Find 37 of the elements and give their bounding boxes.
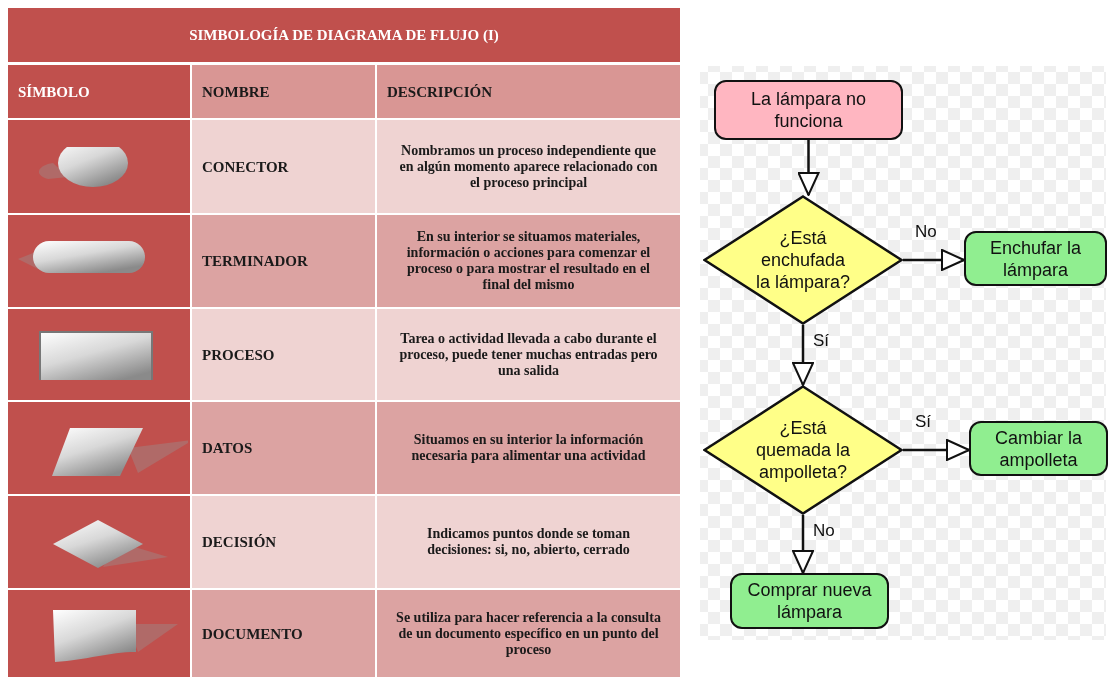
action-box <box>730 573 889 629</box>
symbol-description: Indicamos puntos donde se toman decisiones: si, no, abierto, cerrado <box>377 496 680 588</box>
symbol-description: Nombramos un proceso independiente que en algún momento aparece relacionado con el proceso principal <box>377 120 680 213</box>
column-header: SÍMBOLO <box>8 65 190 118</box>
node-text: La lámpara no funciona <box>749 88 868 132</box>
symbol-name: PROCESO <box>192 309 375 400</box>
action-box <box>969 421 1108 476</box>
symbol-name: DECISIÓN <box>192 496 375 588</box>
symbol-description: Se utiliza para hacer referencia a la consulta de un documento específico en un punto del proceso <box>377 590 680 677</box>
edge-label: Sí <box>813 331 830 351</box>
node-text: Enchufar la lámpara <box>988 236 1083 281</box>
decision-diamond <box>703 385 903 515</box>
edge-label: Sí <box>915 412 932 432</box>
node-text: ¿Está enchufada la lámpara? <box>754 227 852 293</box>
symbol-name: TERMINADOR <box>192 215 375 307</box>
node-text: Cambiar la ampolleta <box>994 426 1083 471</box>
symbol-name: DOCUMENTO <box>192 590 375 677</box>
action-box <box>964 231 1107 286</box>
arrow <box>792 515 814 574</box>
start-box <box>714 80 903 140</box>
node-text: Comprar nueva lámpara <box>746 579 873 623</box>
symbol-name: DATOS <box>192 402 375 494</box>
arrow <box>792 325 814 386</box>
symbol-description: Tarea o actividad llevada a cabo durante el proceso, puede tener muchas entradas pero una salida <box>377 309 680 400</box>
column-header: DESCRIPCIÓN <box>377 65 680 118</box>
arrow <box>903 249 965 271</box>
node-text: ¿Está quemada la ampolleta? <box>754 417 852 483</box>
title-banner: SIMBOLOGÍA DE DIAGRAMA DE FLUJO (I) <box>8 8 680 62</box>
symbol-name: CONECTOR <box>192 120 375 213</box>
edge-label: No <box>915 222 937 242</box>
symbol-description: En su interior se situamos materiales, información o acciones para comenzar el proceso o para mostrar el resultado en el final del mismo <box>377 215 680 307</box>
arrow <box>797 140 820 196</box>
column-header: NOMBRE <box>192 65 375 118</box>
decision-diamond <box>703 195 903 325</box>
arrow <box>903 439 970 461</box>
symbol-description: Situamos en su interior la información necesaria para alimentar una actividad <box>377 402 680 494</box>
edge-label: No <box>813 521 835 541</box>
